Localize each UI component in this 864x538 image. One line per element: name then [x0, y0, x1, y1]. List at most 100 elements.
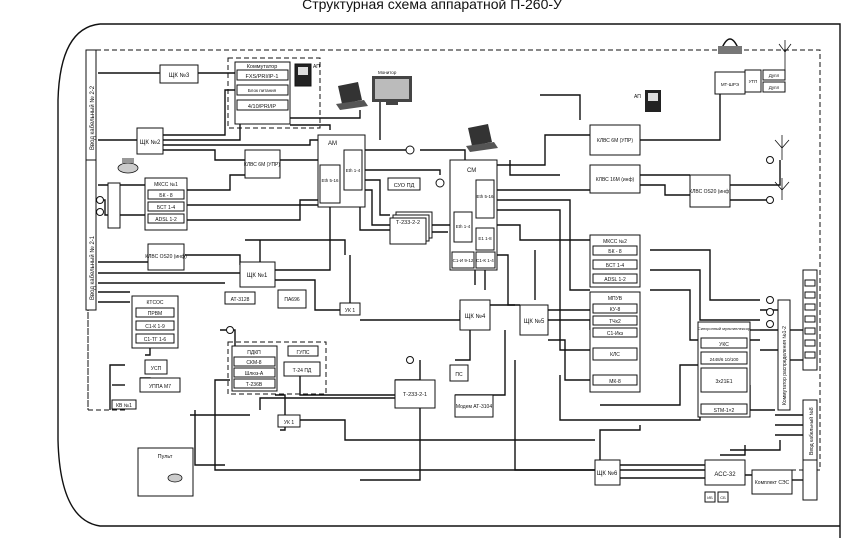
- side-label: Коммутатор распределения №1-2: [782, 326, 788, 405]
- sm-e1-label: E1 1-8: [478, 236, 492, 241]
- am-eth2-label: Eth 1-4: [346, 168, 361, 173]
- komm-power-label: Блок питания: [248, 88, 277, 93]
- klvs-os20-right-label: КЛВС OS20 (инф): [689, 189, 731, 195]
- connector-icon: [767, 157, 774, 164]
- shk4-label: ЩК №4: [465, 313, 486, 320]
- kvn-label: КВ №1: [116, 403, 132, 409]
- sync-mux-title: Синхронный мультиплексор: [698, 326, 751, 331]
- connector-icon: [407, 357, 414, 364]
- usp-label: УСП: [151, 366, 162, 372]
- komm-410-label: 4/10/PRI/IP: [248, 104, 276, 110]
- right-port-box: [805, 304, 815, 310]
- ap1-label: АП: [313, 64, 320, 70]
- utp-label: УТП: [749, 79, 758, 84]
- ktsos-title: КТСОС: [147, 300, 164, 306]
- e21e1-label: 3х21Е1: [716, 379, 733, 385]
- sm-eth1-label: Eth 5-16: [476, 194, 494, 199]
- sm-eth2-label: Eth 1-4: [456, 224, 471, 229]
- right-entry-bar: [803, 460, 817, 500]
- mkss2-adsl-label: ADSL 1-2: [604, 277, 626, 283]
- stm-label: STM-1×2: [714, 408, 735, 414]
- uk-label: УК 1: [284, 420, 294, 426]
- pdkp-title: ПДКП: [247, 350, 261, 356]
- guss-label: ГУПС: [296, 350, 309, 356]
- connector-icon: [767, 321, 774, 328]
- shlyuz-label: Шлюз-А: [245, 371, 264, 377]
- t236-label: Т-236В: [246, 382, 263, 388]
- dupl1-label: Дупл: [769, 73, 780, 78]
- right-port-box: [805, 340, 815, 346]
- klvs-6m-left-label: КЛВС 6М (УПР): [244, 162, 280, 168]
- klvs-6m-right-label: КЛВС 6М (УПР): [597, 138, 633, 144]
- telephone-icon: [118, 158, 138, 173]
- tch2-label: ТЧх2: [609, 319, 621, 325]
- t24-label: Т-24 ПД: [293, 368, 312, 374]
- shk5-label: ЩК №5: [524, 318, 545, 325]
- ib-label: ИБ: [707, 495, 713, 500]
- sm-c1a-label: С1-И 9-12: [453, 258, 474, 263]
- laptop-icon: [336, 82, 368, 110]
- mkss2-title: МКСС №2: [603, 239, 627, 245]
- mt-label: МТ-ШРЭ: [721, 82, 740, 87]
- kommutator-title: Коммутатор: [247, 64, 278, 70]
- kompl-label: Комплект СЭС: [755, 480, 790, 486]
- connector-icon: [97, 209, 104, 216]
- antenna-icon: [775, 135, 789, 200]
- shk1-label: ЩК №1: [247, 272, 268, 279]
- c1k-label: С1-К 1-9: [145, 324, 165, 330]
- ps-label: ПС: [455, 372, 463, 378]
- right-port-box: [805, 328, 815, 334]
- sb-label: СБ: [720, 495, 726, 500]
- komm-fxs-label: FXS/PRI/IP-1: [245, 74, 278, 80]
- m2400-label: 2448/6 10/100: [710, 357, 739, 362]
- antenna-icon: [779, 40, 791, 70]
- ku8-label: КУ-8: [610, 307, 621, 313]
- connector-icon: [97, 197, 104, 204]
- monitor-label: Монитор: [378, 70, 397, 75]
- sm-label: СМ: [467, 168, 476, 174]
- shk3-label: ЩК №3: [169, 72, 190, 79]
- am-label: АМ: [328, 141, 337, 147]
- mk8-label: МК-8: [609, 379, 621, 385]
- prpm-label: ПРВМ: [148, 311, 162, 317]
- mpuv-title: МПУВ: [608, 296, 623, 302]
- mkss1-bst-label: БСТ 1-4: [157, 205, 176, 211]
- klvs-os20-left-label: КЛВС OS20 (инф): [145, 254, 187, 260]
- t2331-label: Т-233-2-1: [403, 392, 427, 398]
- am-eth1-box: [320, 165, 340, 203]
- connector-strip: [108, 183, 120, 228]
- mkss1-adsl-label: ADSL 1-2: [155, 217, 177, 223]
- suo-connector: [406, 146, 414, 154]
- uks-label: УКС: [719, 342, 729, 348]
- am-eth1-label: Eth 5-16: [321, 178, 339, 183]
- right-port-box: [805, 316, 815, 322]
- mkss2-bk-label: БК - 8: [608, 249, 622, 255]
- acc-label: АСС-32: [714, 472, 736, 478]
- right-port-box: [805, 352, 815, 358]
- telephone-icon: [168, 474, 182, 482]
- modem-label: Модем АТ-3104: [456, 404, 492, 410]
- mkss1-title: МКСС №1: [154, 182, 178, 188]
- skm-label: СКМ-8: [246, 360, 261, 366]
- phone-icon-screen: [298, 67, 308, 75]
- connector-icon: [767, 197, 774, 204]
- connector-icon: [767, 309, 774, 316]
- t2332-label: Т-233-2-2: [396, 220, 420, 226]
- right-port-box: [805, 292, 815, 298]
- headset-icon: [718, 39, 742, 54]
- sm-eth1-box: [476, 180, 494, 218]
- kls-label: КЛС: [610, 352, 620, 358]
- uppa-label: УППА М7: [149, 384, 171, 390]
- right-port-box: [805, 280, 815, 286]
- at3128-label: АТ-3128: [231, 297, 250, 303]
- dupl2-label: Дупл: [769, 85, 780, 90]
- laptop-icon: [466, 124, 498, 152]
- shk2-label: ЩК №2: [140, 139, 161, 146]
- monitor-icon: [372, 76, 412, 105]
- pult-label: Пульт: [158, 454, 173, 460]
- pa696-label: ПА696: [284, 297, 299, 303]
- c1tg-label: С1-ТГ 1-6: [144, 337, 167, 343]
- connector-icon: [227, 327, 234, 334]
- suo-connector: [436, 179, 444, 187]
